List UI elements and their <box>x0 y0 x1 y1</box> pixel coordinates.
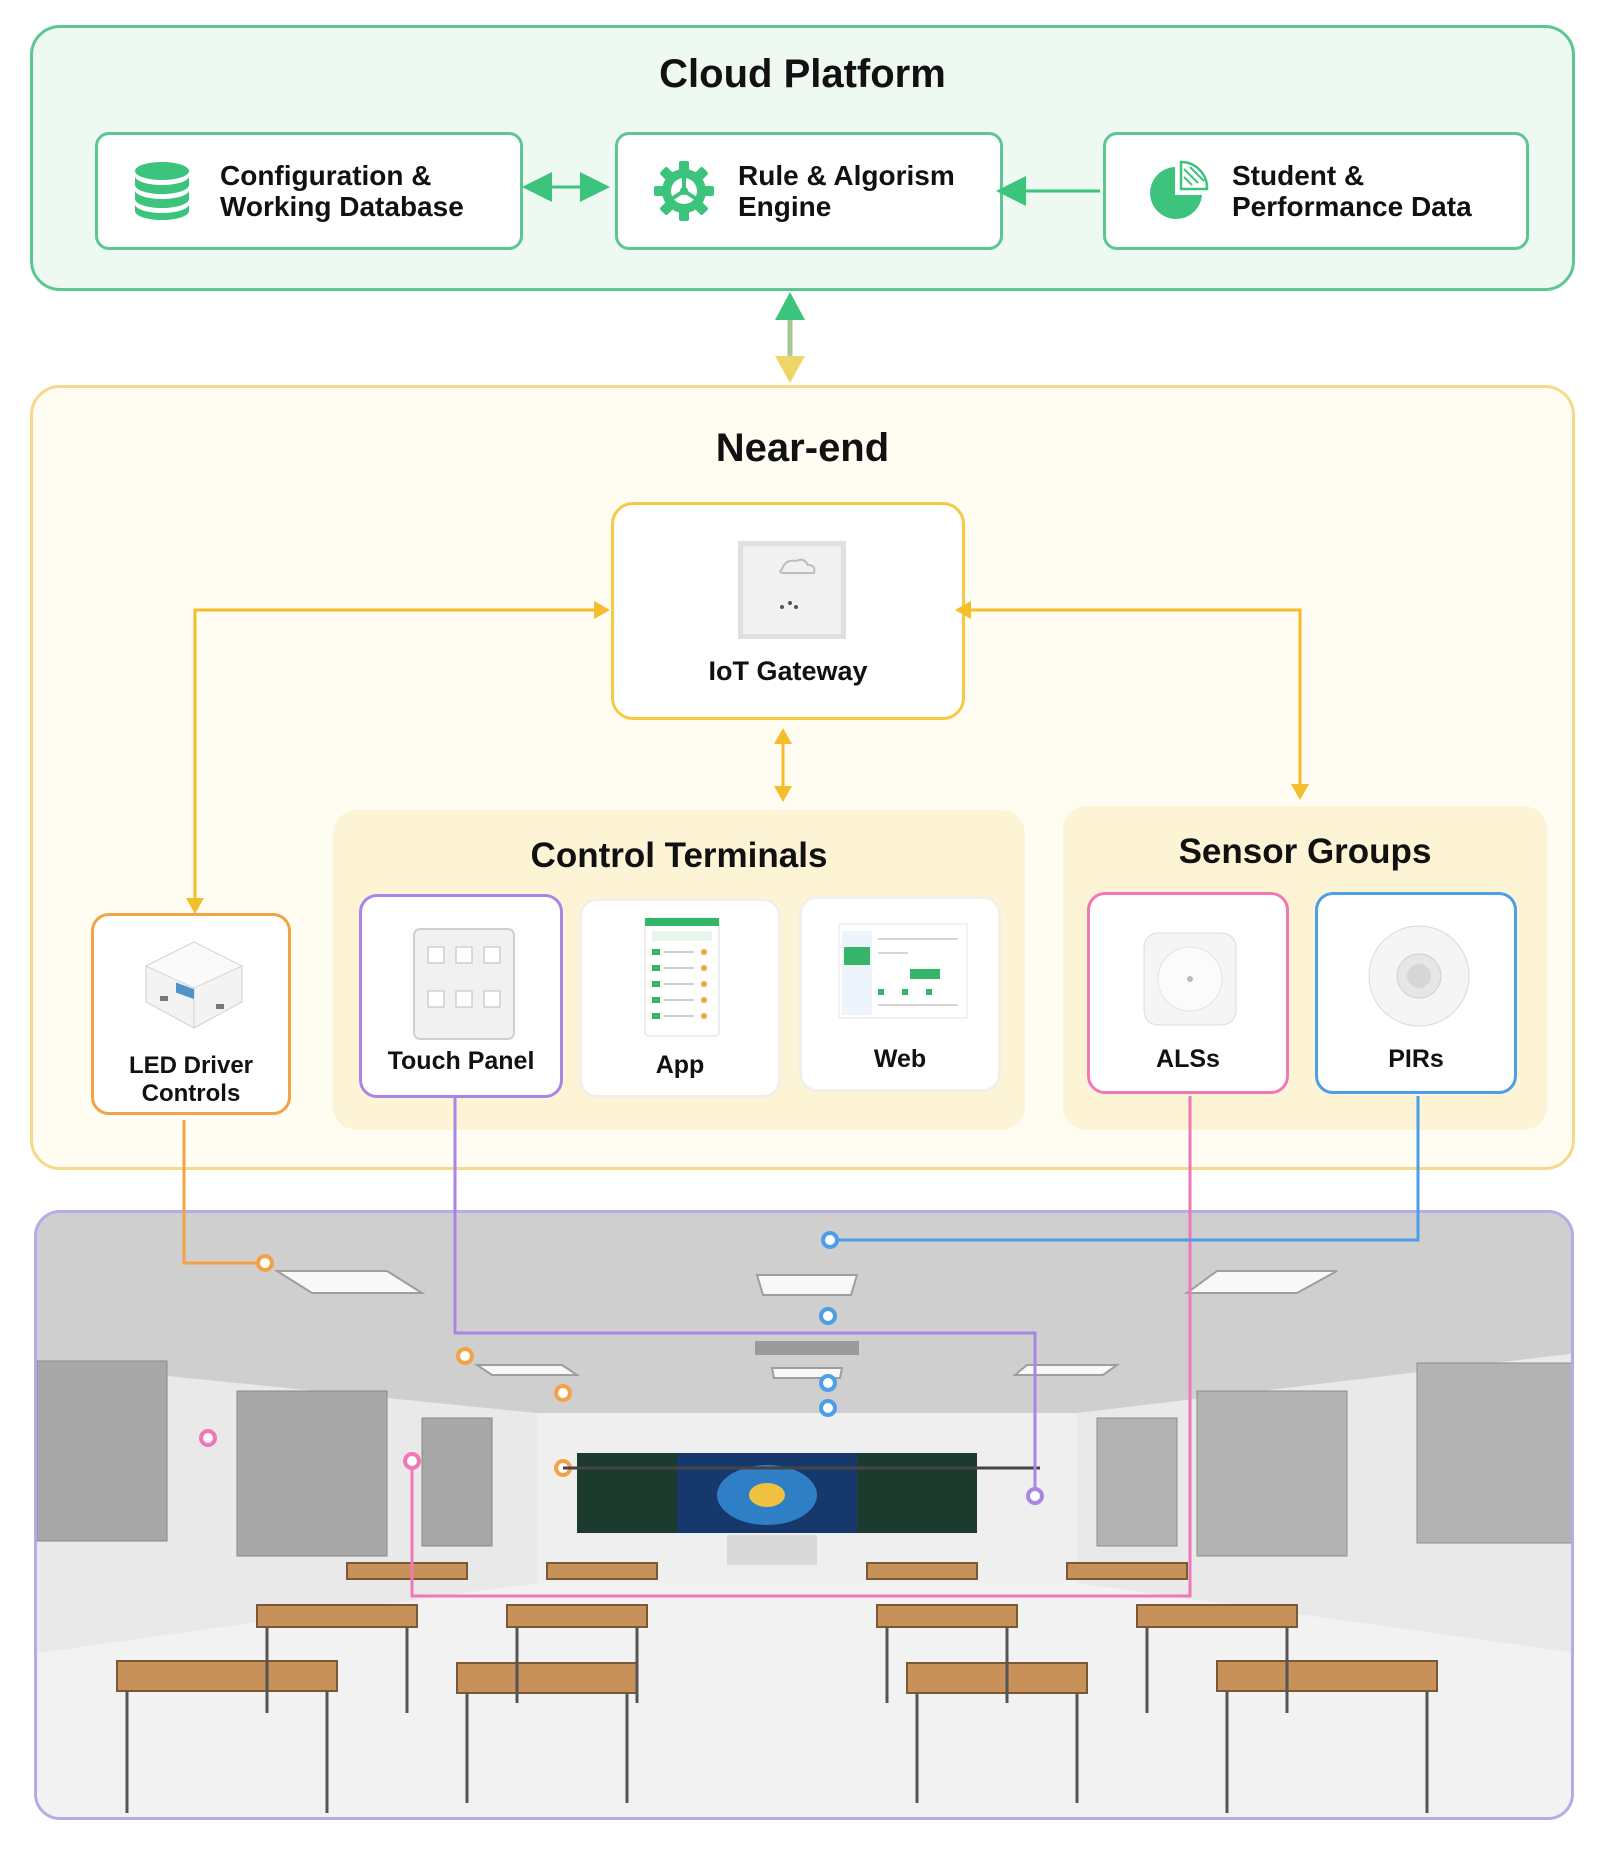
als-box[interactable]: ALSs <box>1087 892 1289 1094</box>
gateway-led-link <box>193 608 600 904</box>
gear-icon <box>654 161 714 221</box>
app-label: App <box>655 1051 705 1079</box>
pie-chart-icon <box>1150 160 1209 219</box>
classroom-illustration <box>37 1213 1571 1817</box>
web-dashboard-icon <box>838 923 968 1019</box>
als-wire <box>410 1096 1192 1598</box>
light-sensor-device-icon <box>1143 932 1237 1026</box>
touch-panel-box[interactable]: Touch Panel <box>359 894 563 1098</box>
config-database-label: Configuration & Working Database <box>220 160 464 222</box>
terminals-down-arrowhead <box>774 786 792 802</box>
pir-wire <box>830 1096 1420 1242</box>
gateway-left-arrowhead <box>594 601 610 619</box>
student-data-box[interactable]: Student & Performance Data <box>1103 132 1529 250</box>
led-driver-label: LED Driver Controls <box>128 1052 254 1107</box>
touch-panel-node <box>1026 1487 1044 1505</box>
config-database-box[interactable]: Configuration & Working Database <box>95 132 523 250</box>
sensor-arrowhead <box>1291 784 1309 800</box>
mobile-app-icon <box>644 917 720 1037</box>
gateway-device-icon <box>738 541 846 639</box>
motion-sensor-device-icon <box>1368 925 1470 1027</box>
database-icon <box>135 162 189 220</box>
classroom-scene <box>34 1210 1574 1820</box>
up-arrowhead <box>775 292 805 320</box>
near-end-panel: Near-end IoT Gateway Control Terminals S… <box>30 385 1575 1170</box>
rule-engine-label: Rule & Algorism Engine <box>738 160 955 222</box>
pir-nodes <box>819 1231 839 1417</box>
touch-panel-device-icon <box>413 928 515 1040</box>
led-arrowhead <box>186 898 204 914</box>
app-box[interactable]: App <box>579 898 781 1098</box>
touch-panel-wire <box>453 1096 1037 1496</box>
cloud-platform-panel: Cloud Platform Configuration & Working D… <box>30 25 1575 291</box>
als-nodes <box>199 1429 421 1470</box>
touch-panel-label: Touch Panel <box>387 1047 535 1075</box>
gateway-right-arrowhead <box>955 601 971 619</box>
led-driver-box[interactable]: LED Driver Controls <box>91 913 291 1115</box>
led-nodes <box>256 1254 572 1477</box>
terminals-up-arrowhead <box>774 728 792 744</box>
control-terminals-title: Control Terminals <box>530 836 828 875</box>
web-box[interactable]: Web <box>799 896 1001 1092</box>
pir-box[interactable]: PIRs <box>1315 892 1517 1094</box>
iot-gateway-label: IoT Gateway <box>708 656 868 686</box>
student-data-label: Student & Performance Data <box>1232 160 1472 222</box>
near-end-title: Near-end <box>715 426 890 470</box>
cloud-platform-title: Cloud Platform <box>659 52 946 96</box>
als-label: ALSs <box>1156 1045 1220 1073</box>
pir-label: PIRs <box>1388 1045 1444 1073</box>
down-arrowhead <box>775 356 805 383</box>
rule-engine-box[interactable]: Rule & Algorism Engine <box>615 132 1003 250</box>
web-label: Web <box>873 1045 927 1073</box>
sensor-groups-title: Sensor Groups <box>1178 832 1432 871</box>
gateway-sensor-link <box>965 608 1302 790</box>
led-driver-device-icon <box>144 941 244 1029</box>
iot-gateway-box[interactable]: IoT Gateway <box>611 502 965 720</box>
led-wire <box>182 1120 265 1265</box>
